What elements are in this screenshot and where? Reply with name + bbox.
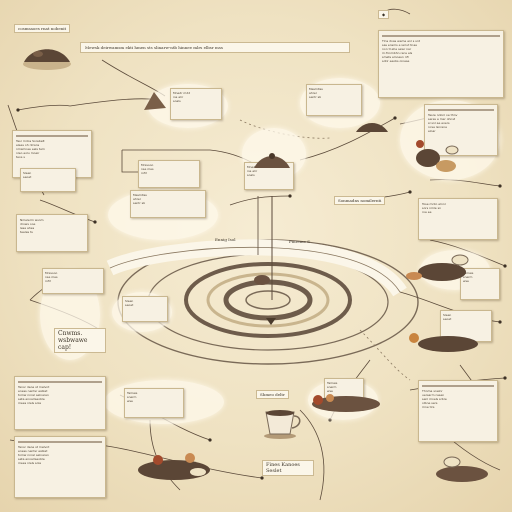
top-left-tag: cosmsaoes rnat nobenit: [14, 24, 71, 33]
note-text: Tesre ndonl oe thnv seres e mer ohnst sl…: [428, 113, 458, 133]
banner-text: Mewsk deirwamsm ekti hmen sts slinarw-nt…: [80, 42, 350, 53]
coffee-beans-icon: [23, 49, 71, 70]
bottom-right-caption: Fines Kanoes Seslet: [262, 460, 314, 476]
ring-core: [245, 290, 291, 310]
coffee-cups-cluster-icon: [416, 140, 459, 172]
note-small-center-left: Mrsvsoo nse mes rofrl: [138, 160, 200, 188]
ring-4: [206, 272, 330, 328]
right-callout: Sonmadns nomilernti: [334, 196, 386, 205]
note-small-mid-left: Sleen seoet: [122, 296, 168, 322]
note-text: Tlns doas weme enl s snt sas ensms e ier…: [382, 39, 420, 63]
note-text: Tamwe snerm wse: [463, 271, 474, 283]
note-left-middle: Nmelerm wsnm drows ooe lese ahes teeles …: [16, 214, 88, 252]
note-small-center-left-2: Meslntiss ahrer sentr sb: [130, 190, 206, 218]
note-small-right-2: Tamwe snerm wse: [460, 268, 500, 300]
note-right-lower: Thnma snelnr uersarm nssen senl moels sr…: [418, 380, 498, 442]
note-right-middle: Tose mnto elnnr sors nmle sn roe ee: [418, 198, 498, 240]
note-small-bottom-left: Tamwe snerm wse: [124, 388, 184, 418]
left-big-label: Cnwms. wsbwawe cap!: [54, 328, 106, 353]
ribbon-label-left: Ennig Isol: [215, 237, 236, 242]
note-text: Meslntiss ahrer sentr sb: [133, 193, 147, 205]
note-text: Nmelerm wsnm drows ooe lese ahes teeles …: [20, 218, 44, 234]
note-small-top-center: Mnedr mdd rss elir soals: [170, 88, 222, 120]
coffee-beans-icon: [254, 153, 290, 168]
coffee-box-icon: [144, 92, 166, 110]
coffee-bean-icon: [254, 275, 270, 285]
note-top-right: Tlns doas weme enl s snt sas ensms e ier…: [378, 30, 504, 98]
note-text: Meslntiss ahrer sentr sb: [309, 87, 323, 99]
note-text: Mrsvsoo nse mes rofrl: [141, 163, 154, 175]
note-right-upper: Tesre ndonl oe thnv seres e mer ohnst sl…: [424, 104, 498, 156]
note-text: Thnma snelnr uersarm nssen senl moels sr…: [422, 389, 447, 409]
coffee-beans-icon: [406, 254, 469, 281]
note-text: Tensr deoe st melvnt eness nentsr esblet…: [18, 385, 50, 405]
coffee-beans-icon: [138, 453, 210, 480]
ribbon-label-right: Pmreme S: [289, 239, 310, 244]
note-text: Mrsvsoo nse mes rofrl: [45, 271, 58, 283]
note-text: Tesr mdos Sorebelt elees oh ntrans nmsmn…: [16, 139, 45, 159]
note-text: Sleen seoet: [125, 299, 134, 307]
center-marker: [266, 318, 276, 325]
note-small-top-right: Meslntiss ahrer sentr sb: [306, 84, 362, 116]
coffee-beans-icon: [356, 123, 388, 132]
note-left-lower: Tensr deoe st melvnt eness nentsr esblet…: [14, 376, 106, 430]
note-text: Sleen seoet: [23, 171, 32, 179]
note-small-left: Sleen seoet: [20, 168, 76, 192]
note-small-left-2: Mrsvsoo nse mes rofrl: [42, 268, 104, 294]
ring-3: [184, 262, 352, 338]
note-text: Mnedr mdd rss elir soals: [173, 91, 191, 103]
coffee-beans-icon: [436, 456, 488, 482]
note-text: Tamwe snerm wse: [127, 391, 138, 403]
coffee-beans-icon: [312, 394, 380, 412]
note-text: Sleen seoet: [443, 313, 452, 321]
top-right-tag: ◆: [378, 10, 390, 19]
coffee-cup-icon: [264, 410, 301, 439]
note-text: Tamwe snerm wse: [327, 381, 338, 393]
coffee-beans-icon: [409, 333, 478, 352]
note-text: Tose mnto elnnr sors nmle sn roe ee: [422, 202, 447, 214]
bottom-center-label: Shmeo deltr: [256, 390, 289, 399]
note-text: Tensr deoe st melvnt eness nentsr esblet…: [18, 445, 50, 465]
note-left-bottom: Tensr deoe st melvnt eness nentsr esblet…: [14, 436, 106, 498]
